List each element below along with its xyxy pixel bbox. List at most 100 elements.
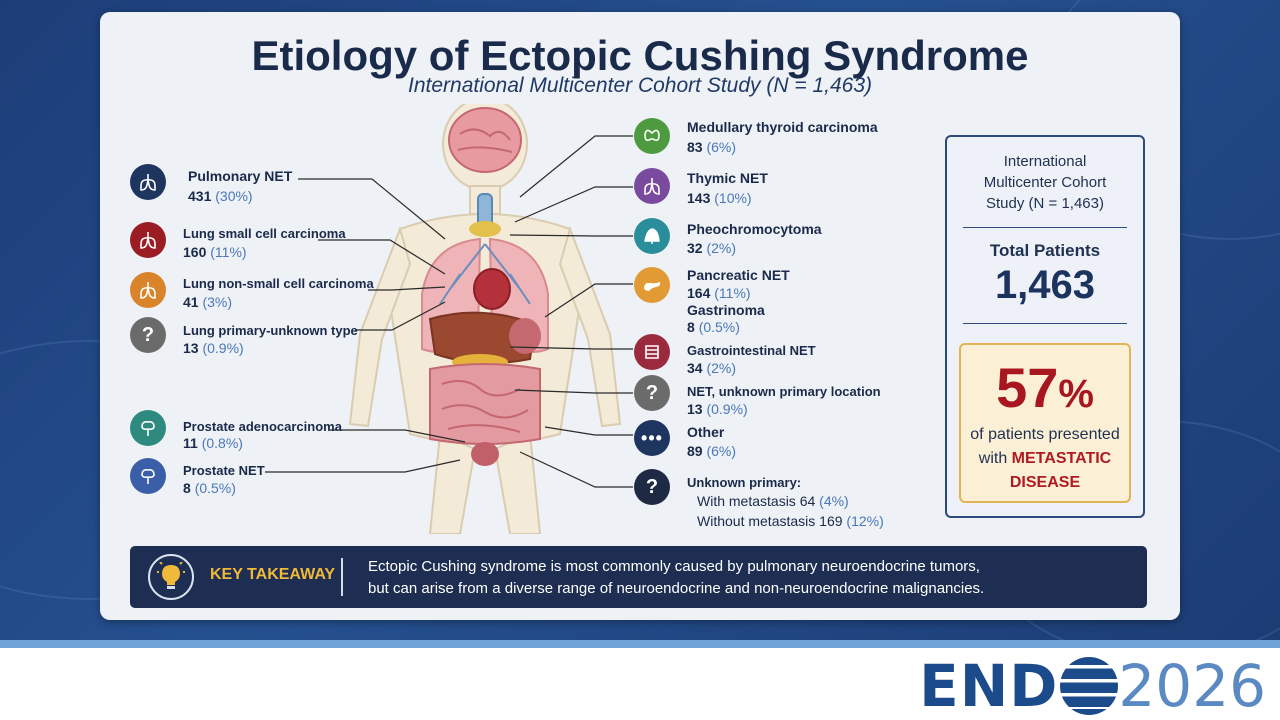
- metastatic-percent-value: 57: [996, 356, 1059, 419]
- logo-year-text: 2026: [1118, 652, 1266, 720]
- without-metastasis-value: Without metastasis 169 (12%): [697, 512, 884, 530]
- ellipsis-icon: •••: [634, 420, 670, 456]
- pancreatic-net-pct: (11%): [714, 285, 751, 301]
- prostate-icon: [130, 410, 166, 446]
- metastatic-description: of patients presented with METASTATIC DI…: [961, 423, 1129, 495]
- infographic-card: Etiology of Ectopic Cushing Syndrome Int…: [100, 12, 1180, 620]
- lung-nsclc-label: Lung non-small cell carcinoma: [183, 276, 374, 291]
- prostate-icon: [130, 458, 166, 494]
- prostate-net-count: 8: [183, 480, 191, 496]
- metastatic-callout: 57% of patients presented with METASTATI…: [959, 343, 1131, 503]
- pancreatic-net-value: 164 (11%): [687, 284, 751, 302]
- globe-icon: [1060, 657, 1119, 715]
- prostate-net-value: 8 (0.5%): [183, 479, 236, 497]
- footer-stripe: [0, 640, 1280, 648]
- lung-nsclc-count: 41: [183, 294, 199, 310]
- thymus-icon: [634, 168, 670, 204]
- intestine-shape: [645, 345, 659, 359]
- summary-panel: International Multicenter Cohort Study (…: [945, 135, 1145, 518]
- prostate-shape: [141, 421, 155, 436]
- pancreatic-net-count: 164: [687, 285, 711, 301]
- gastrinoma-pct: (0.5%): [698, 319, 740, 335]
- gi-net-count: 34: [687, 360, 703, 376]
- question-icon: ?: [130, 317, 166, 353]
- footer-bar: END 2026: [0, 648, 1280, 720]
- metastatic-line: with METASTATIC: [961, 447, 1129, 471]
- net-unknown-count: 13: [687, 401, 703, 417]
- total-patients-label: Total Patients: [989, 241, 1101, 260]
- study-name: International Multicenter Cohort Study (…: [947, 151, 1143, 214]
- thyroid-organ: [469, 221, 501, 237]
- pulmonary-net-count: 431: [188, 188, 212, 204]
- net-unknown-value: 13 (0.9%): [687, 400, 748, 418]
- lung-unknown-count: 13: [183, 340, 199, 356]
- lung-nsclc-icon: [130, 272, 166, 308]
- lung-small-cell-icon: [130, 222, 166, 258]
- without-metastasis-pct: (12%): [846, 513, 884, 529]
- adrenal-shape: [644, 228, 660, 244]
- pulmonary-net-lungs-icon: [130, 164, 166, 200]
- stomach-organ: [509, 318, 541, 354]
- medullary-thyroid-label: Medullary thyroid carcinoma: [687, 119, 878, 135]
- net-unknown-label: NET, unknown primary location: [687, 384, 881, 399]
- lung-nsclc-pct: (3%): [202, 294, 233, 310]
- pheochromocytoma-count: 32: [687, 240, 703, 256]
- unknown-primary-label: Unknown primary:: [687, 475, 802, 490]
- study-line: Multicenter Cohort: [983, 174, 1107, 191]
- lungs-icon: [140, 232, 156, 249]
- lung-small-cell-pct: (11%): [210, 244, 247, 260]
- net-unknown-pct: (0.9%): [706, 401, 748, 417]
- thymic-net-count: 143: [687, 190, 711, 206]
- bladder-organ: [471, 442, 499, 466]
- prostate-net-label: Prostate NET: [183, 463, 265, 478]
- lung-unknown-label: Lung primary-unknown type: [183, 323, 358, 338]
- gastrinoma-count: 8: [687, 319, 695, 335]
- with-metastasis-label: With metastasis 64: [697, 493, 816, 509]
- percent-sign: %: [1058, 372, 1094, 416]
- endo-logo: END 2026: [919, 656, 1266, 716]
- lung-small-cell-count: 160: [183, 244, 207, 260]
- pancreas-icon: [634, 267, 670, 303]
- page-title: Etiology of Ectopic Cushing Syndrome: [251, 32, 1029, 79]
- intestine-icon: [634, 334, 670, 370]
- pheochromocytoma-value: 32 (2%): [687, 239, 736, 257]
- prostate-shape: [141, 469, 155, 484]
- metastatic-highlight: METASTATIC: [1011, 450, 1112, 467]
- metastatic-line: of patients presented: [970, 426, 1120, 443]
- pulmonary-net-pct: (30%): [215, 188, 253, 204]
- thymic-net-pct: (10%): [714, 190, 752, 206]
- adrenal-icon: [634, 218, 670, 254]
- intestines-organ: [429, 363, 541, 445]
- pancreas-shape: [644, 282, 661, 291]
- gi-net-value: 34 (2%): [687, 359, 736, 377]
- takeaway-line: Ectopic Cushing syndrome is most commonl…: [368, 558, 980, 575]
- study-line: Study (N = 1,463): [986, 195, 1104, 212]
- lightbulb-icon: [148, 554, 194, 600]
- medullary-thyroid-count: 83: [687, 139, 703, 155]
- key-takeaway-banner: KEY TAKEAWAY Ectopic Cushing syndrome is…: [130, 546, 1147, 608]
- total-patients-value: 1,463: [994, 263, 1096, 307]
- prostate-adeno-label: Prostate adenocarcinoma: [183, 419, 342, 434]
- lung-unknown-value: 13 (0.9%): [183, 339, 244, 357]
- human-body-illustration: [348, 104, 622, 534]
- prostate-adeno-count: 11: [183, 435, 198, 451]
- gastrinoma-value: 8 (0.5%): [687, 318, 740, 336]
- medullary-thyroid-pct: (6%): [706, 139, 737, 155]
- other-pct: (6%): [706, 443, 737, 459]
- lungs-icon: [140, 174, 156, 191]
- takeaway-divider: [341, 558, 343, 596]
- lungs-icon: [644, 178, 660, 195]
- thymic-net-label: Thymic NET: [687, 170, 768, 186]
- medullary-thyroid-value: 83 (6%): [687, 138, 736, 156]
- gastrinoma-label: Gastrinoma: [687, 302, 765, 318]
- gi-net-pct: (2%): [706, 360, 737, 376]
- without-metastasis-label: Without metastasis 169: [697, 513, 843, 529]
- disease-highlight: DISEASE: [1009, 474, 1081, 491]
- prostate-adeno-pct: (0.8%): [201, 435, 243, 451]
- with-metastasis-value: With metastasis 64 (4%): [697, 492, 849, 510]
- metastatic-percentage: 57%: [961, 355, 1129, 420]
- question-icon: ?: [634, 375, 670, 411]
- prostate-adeno-value: 11 (0.8%): [183, 434, 243, 452]
- panel-divider: [963, 227, 1127, 228]
- prostate-net-pct: (0.5%): [194, 480, 236, 496]
